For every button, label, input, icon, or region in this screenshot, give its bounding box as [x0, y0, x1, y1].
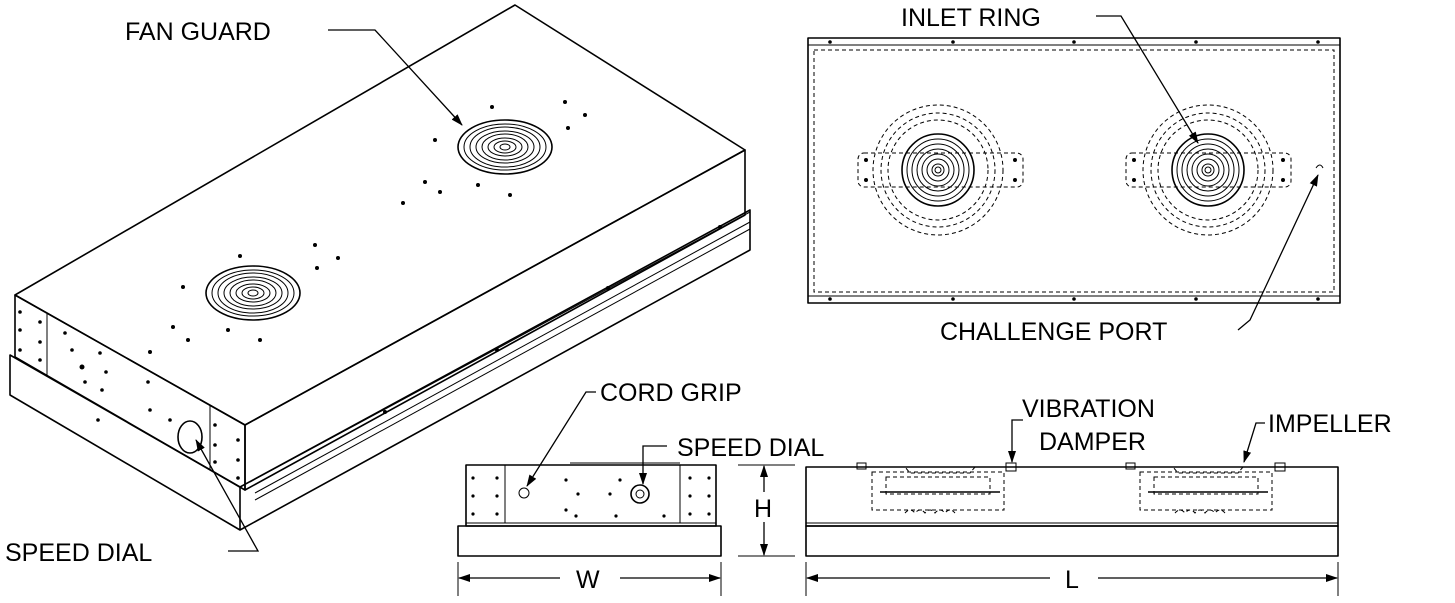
iso-right-face — [244, 149, 746, 491]
inlet-ring-label: INLET RING — [901, 4, 1041, 32]
iso-base — [9, 209, 751, 531]
speed-dial-knob — [630, 484, 650, 504]
iso-fan-guard-2 — [401, 100, 587, 205]
top-view-edge-fasteners — [828, 40, 1320, 301]
challenge-port-label: CHALLENGE PORT — [940, 318, 1167, 346]
iso-fan-guard-1 — [148, 243, 340, 354]
length-dimension-label: L — [1065, 566, 1079, 594]
fan-guard-label: FAN GUARD — [125, 18, 271, 46]
iso-speed-dial-label: SPEED DIAL — [5, 539, 152, 567]
cord-grip-circle — [518, 487, 530, 499]
end-view-fasteners — [471, 476, 711, 518]
isometric-view — [9, 4, 751, 552]
iso-front-fasteners — [18, 310, 240, 480]
challenge-port-hook — [1315, 164, 1324, 169]
side-view-impeller-2 — [1139, 466, 1273, 514]
iso-side-fasteners — [383, 225, 722, 414]
iso-speed-dial-knob — [177, 420, 203, 454]
impeller-label: IMPELLER — [1268, 410, 1392, 438]
top-view — [807, 15, 1341, 331]
top-view-fan-2 — [1125, 104, 1292, 236]
cord-grip-label: CORD GRIP — [600, 379, 742, 407]
end-view — [457, 391, 722, 596]
iso-top-face — [14, 4, 746, 426]
vibration-damper-label-line2: DAMPER — [1039, 428, 1146, 456]
side-view-impeller-1 — [871, 466, 1005, 514]
side-view — [738, 419, 1339, 596]
top-view-fan-1 — [857, 104, 1024, 236]
height-dimension-label: H — [754, 495, 772, 523]
speed-dial-label: SPEED DIAL — [677, 434, 824, 462]
width-dimension-label: W — [576, 566, 600, 594]
vibration-damper-label-line1: VIBRATION — [1022, 395, 1155, 423]
